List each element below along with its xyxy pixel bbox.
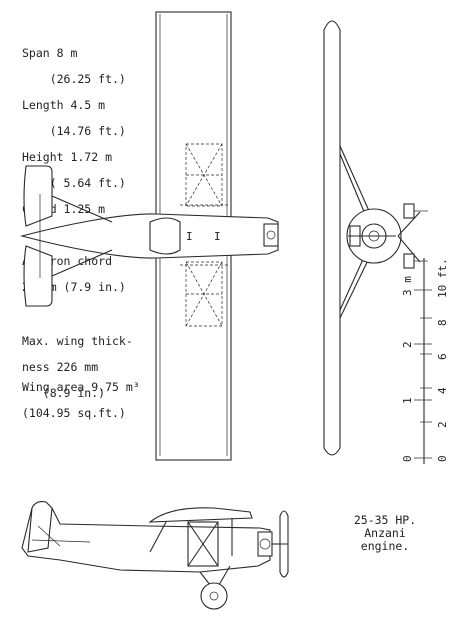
scale-bar: 3 m 0 1 2 10 ft. 0 2 4 6 8 [401,258,449,464]
spec-span-line-2: (26.25 ft.) [22,72,126,86]
plan-wing-struts [180,143,230,327]
front-view [323,20,428,456]
side-wheel [200,582,228,610]
scale-imperial-tick-6: 6 [436,353,449,360]
plan-strut-mark-1: I [186,230,193,243]
scale-imperial-label: 10 ft. [436,258,449,298]
side-cabane [187,521,219,567]
scale-metric-tick-0: 0 [401,455,414,462]
spec-thickness-line-2: ness 226 mm [22,360,99,374]
spec-height-line-2: ( 5.64 ft.) [22,176,126,190]
scale-imperial-tick-2: 2 [436,421,449,428]
engine-line-1: 25-35 HP. [353,513,417,527]
plan-engine [263,223,279,247]
spec-height-line-1: Height 1.72 m [22,150,113,164]
scale-metric-tick-2: 2 [401,341,414,348]
plan-strut-mark-2: I [214,230,221,243]
spec-length-line-2: (14.76 ft.) [22,124,126,138]
plan-cockpit [149,217,181,255]
side-propeller-upper [279,510,289,545]
spec-length-line-1: Length 4.5 m [22,98,106,112]
side-view [21,501,289,610]
front-landing-gear [397,203,428,269]
spec-block-area: Wing area 9.75 m³ (104.95 sq.ft.) [22,368,140,433]
spec-thickness-line-3: (8.9 in.) [22,386,106,400]
front-wing [323,20,341,456]
side-wing [148,507,253,523]
side-propeller-lower [279,543,289,578]
spec-span-line-1: Span 8 m [22,46,78,60]
spec-block-thickness: Max. wing thick- ness 226 mm (8.9 in.) [22,322,133,413]
side-landing-gear [199,565,231,610]
scale-imperial-tick-4: 4 [436,387,449,394]
scale-imperial-tick-0: 0 [436,455,449,462]
spec-thickness-line-1: Max. wing thick- [22,334,133,348]
side-rudder [27,501,53,553]
plan-view: I I [19,11,279,461]
scale-imperial-tick-8: 8 [436,319,449,326]
engine-note: 25-35 HP. Anzani engine. [340,514,430,553]
scale-metric-label: 3 m [401,276,414,296]
scale-metric-tick-1: 1 [401,397,414,404]
spec-area-line-1: Wing area 9.75 m³ [22,380,140,394]
spec-area-line-2: (104.95 sq.ft.) [22,406,126,420]
engine-line-2: Anzani [364,526,406,540]
plan-tailplane [23,165,113,307]
engine-line-3: engine. [360,539,410,553]
